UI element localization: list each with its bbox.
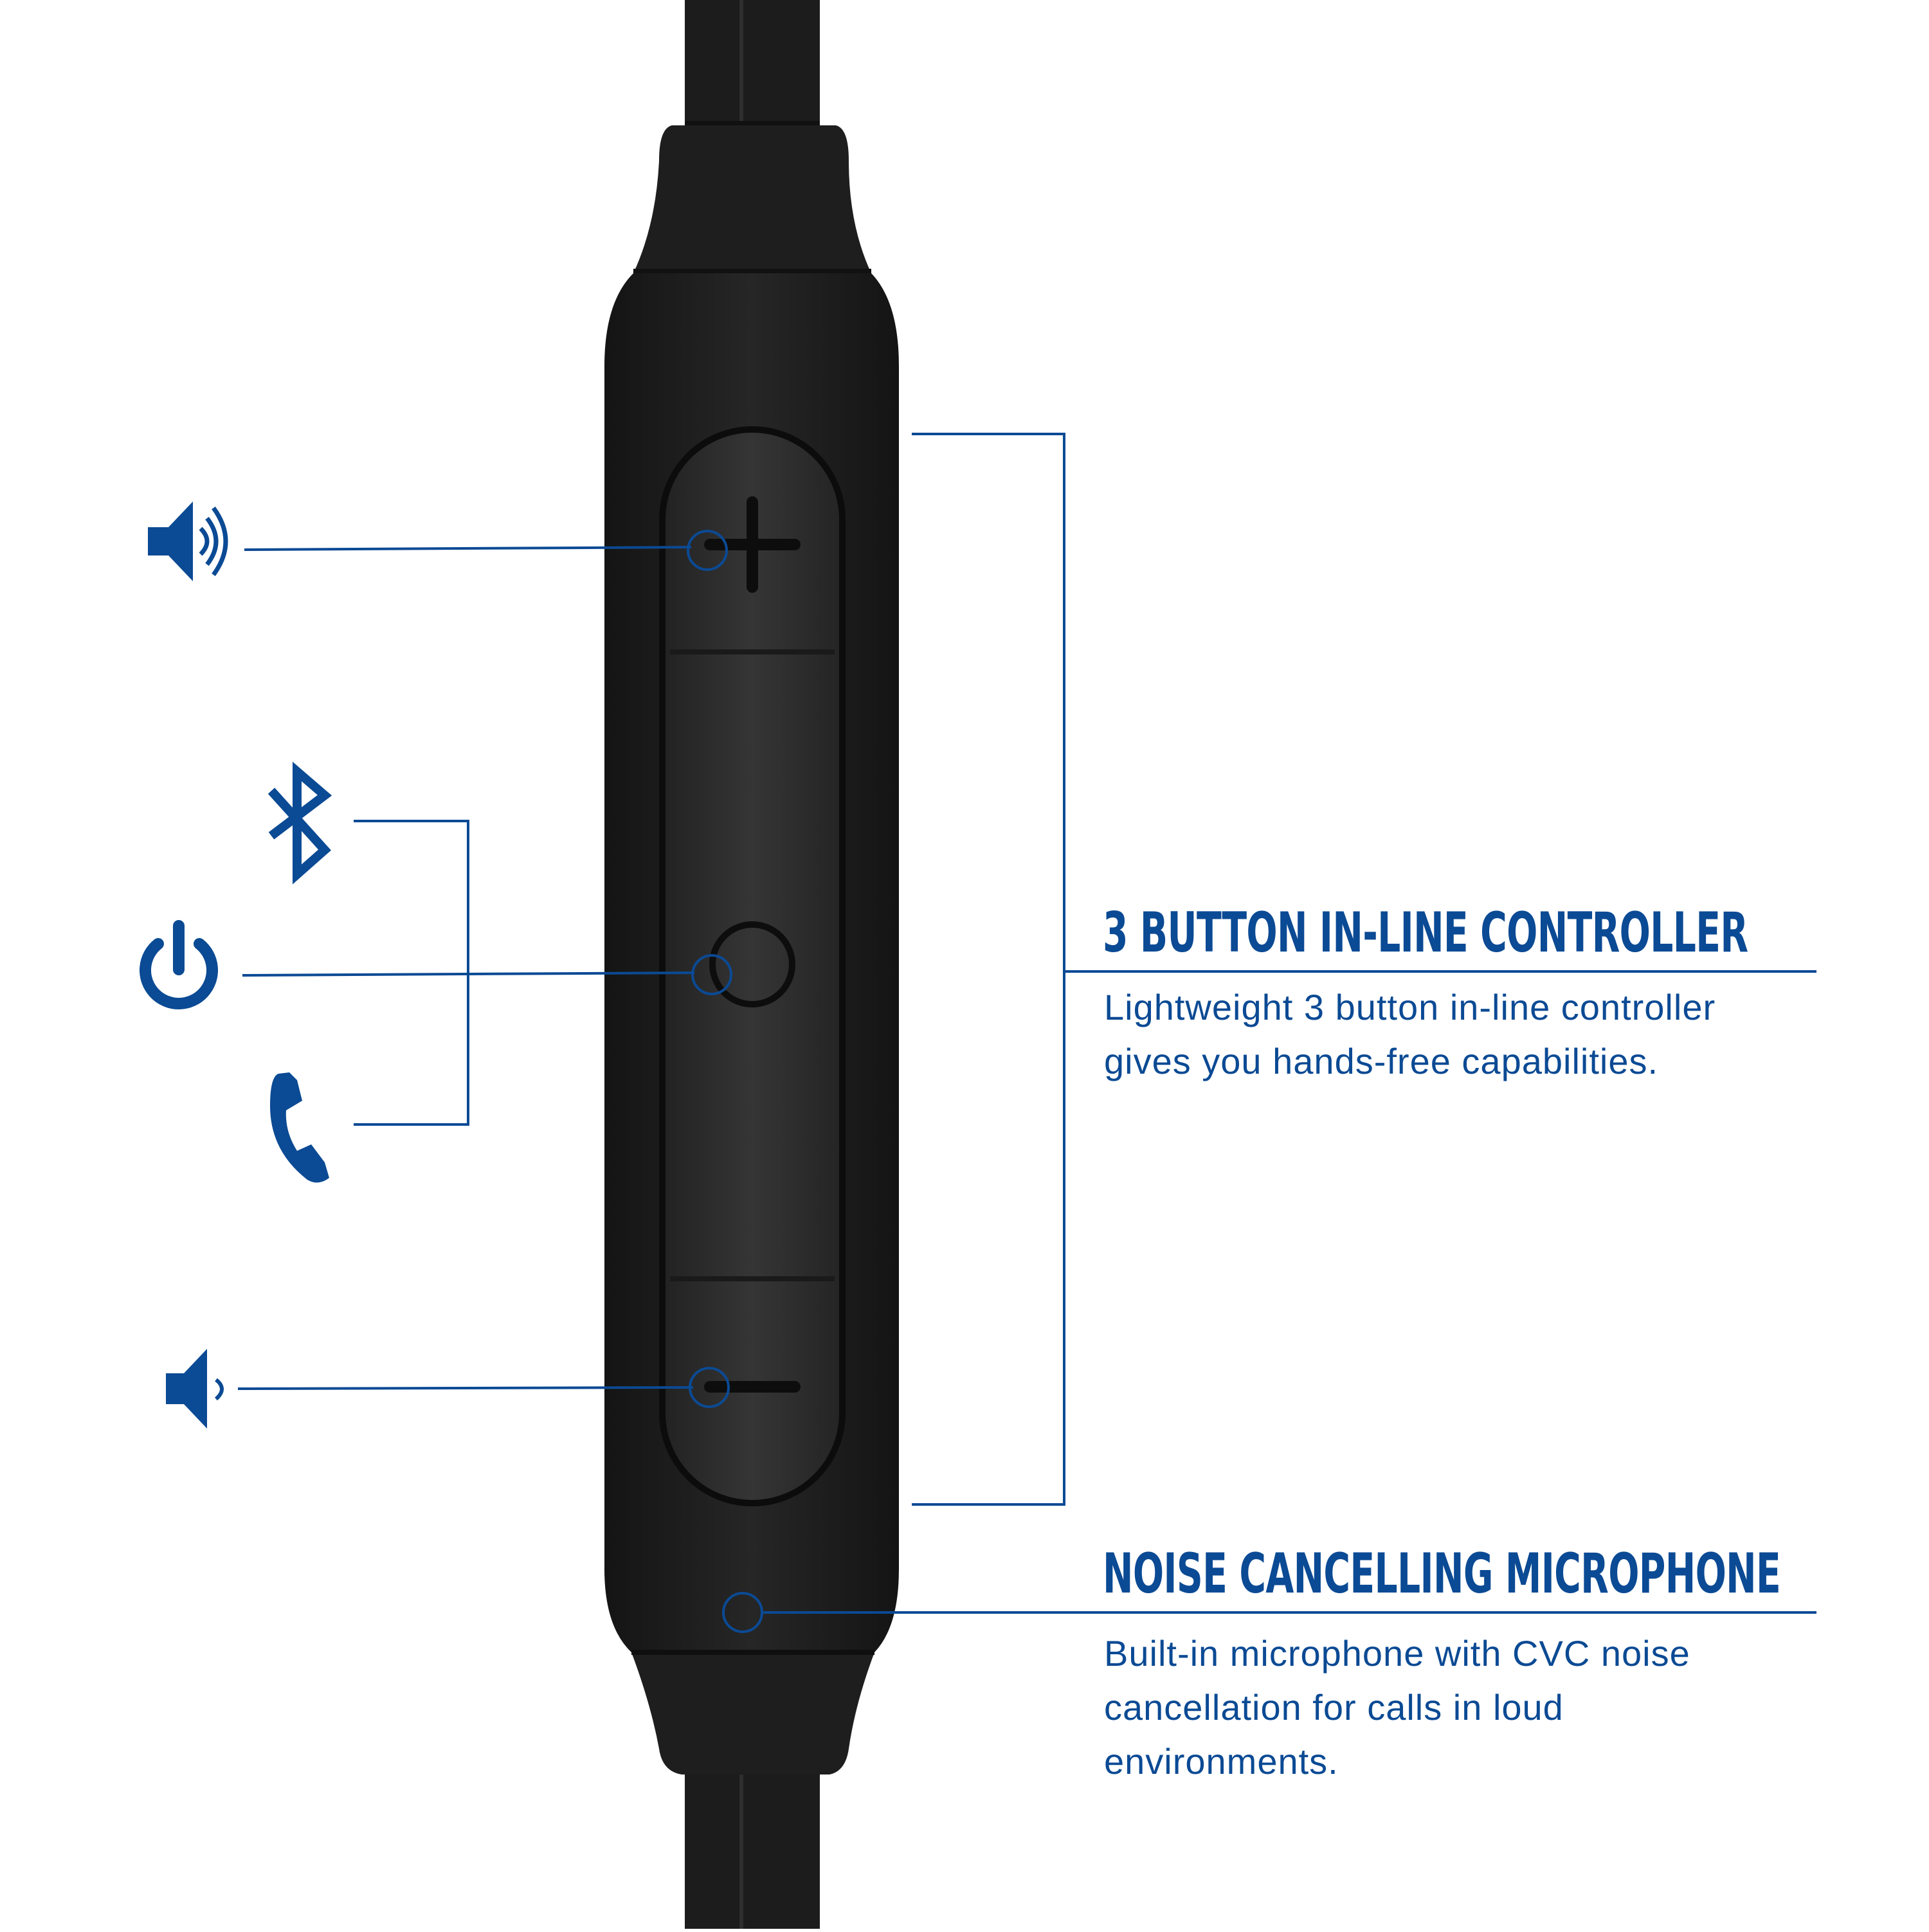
lower-strain-relief (631, 1652, 874, 1774)
volume-up-button[interactable] (704, 496, 801, 593)
controller-title: 3 BUTTON IN-LINE CONTROLLER (1103, 901, 1748, 965)
microphone-description-line-3: environments. (1104, 1741, 1339, 1782)
bluetooth-phone-bracket (354, 820, 469, 1126)
phone-icon (270, 1072, 329, 1183)
panel-divider-lower (670, 1276, 835, 1281)
microphone-description: Built-in microphone with CVC noise cance… (1104, 1627, 1690, 1789)
volume-down-callout-line (237, 1386, 694, 1390)
controller-description-line-2: gives you hands-free capabilities. (1104, 1041, 1659, 1081)
button-panel[interactable] (659, 426, 846, 1506)
microphone-description-line-2: cancellation for calls in loud (1104, 1687, 1564, 1728)
volume-up-callout-line (244, 546, 692, 551)
cable-top (685, 0, 820, 129)
controller-description: Lightweight 3 button in-line controller … (1104, 980, 1716, 1088)
microphone-description-line-1: Built-in microphone with CVC noise (1104, 1633, 1690, 1674)
cable-bottom (685, 1774, 820, 1929)
controller-bracket (912, 433, 1065, 1506)
bluetooth-icon (267, 761, 332, 885)
volume-down-callout-marker (689, 1367, 730, 1408)
panel-divider-upper (670, 649, 835, 655)
volume-up-icon (148, 501, 228, 581)
relief-seam-top (633, 269, 871, 274)
relief-seam-bottom (631, 1650, 874, 1655)
volume-down-button[interactable] (704, 1381, 801, 1393)
upper-strain-relief (633, 125, 871, 273)
multifunction-button[interactable] (709, 921, 795, 1007)
volume-up-callout-marker (687, 530, 728, 571)
volume-down-icon (166, 1349, 224, 1429)
microphone-title: NOISE CANCELLING MICROPHONE (1103, 1542, 1781, 1606)
power-callout-marker (691, 954, 732, 995)
controller-description-line-1: Lightweight 3 button in-line controller (1104, 987, 1716, 1027)
power-icon (140, 920, 218, 1009)
